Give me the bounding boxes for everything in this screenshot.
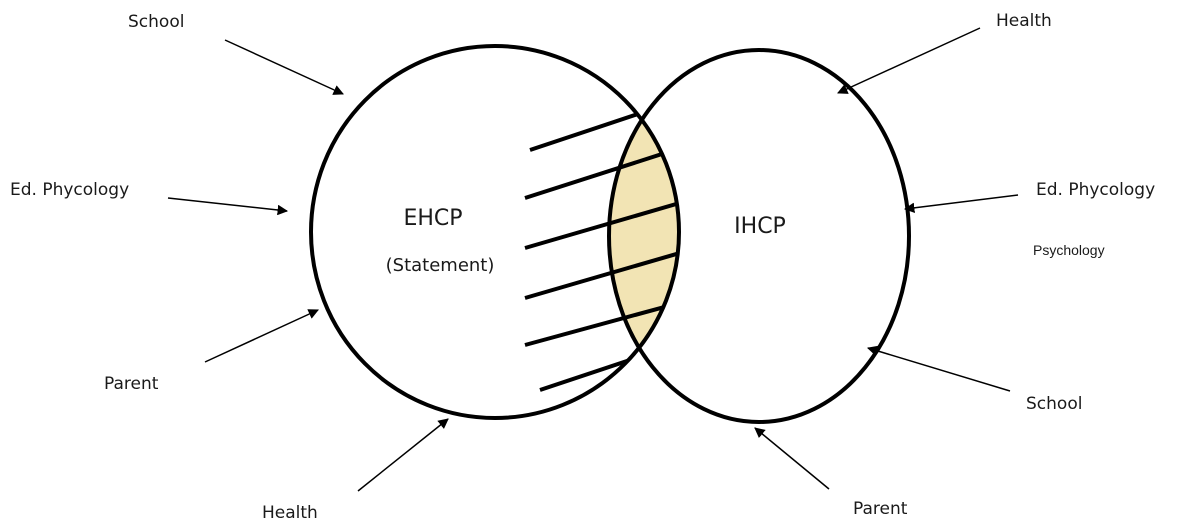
left-health-label: Health — [262, 503, 318, 523]
arrow-health-left — [357, 418, 449, 492]
arrow-ed-psychology-right — [903, 194, 1019, 214]
ehcp-circle — [309, 44, 681, 420]
arrow-ed-psychology-left — [167, 197, 289, 216]
ihcp-label: IHCP — [734, 214, 786, 239]
arrow-parent-left — [204, 309, 319, 363]
arrow-school-left — [224, 39, 344, 95]
ihcp-circle — [607, 48, 911, 424]
right-ed-psychology-label: Ed. Phycology — [1036, 180, 1156, 200]
left-parent-label: Parent — [104, 374, 159, 394]
overlap-region — [524, 50, 679, 418]
right-parent-label: Parent — [853, 499, 908, 519]
arrow-school-right — [866, 345, 1011, 392]
right-school-label: School — [1026, 394, 1083, 414]
right-health-label: Health — [996, 11, 1052, 31]
arrow-parent-right — [754, 427, 830, 490]
right-psychology-note: Psychology — [1033, 242, 1105, 258]
arrow-health-right — [837, 27, 981, 94]
ehcp-sublabel: (Statement) — [385, 255, 495, 276]
ehcp-label: EHCP — [403, 206, 463, 231]
left-school-label: School — [128, 12, 185, 32]
left-ed-psychology-label: Ed. Phycology — [10, 180, 130, 200]
